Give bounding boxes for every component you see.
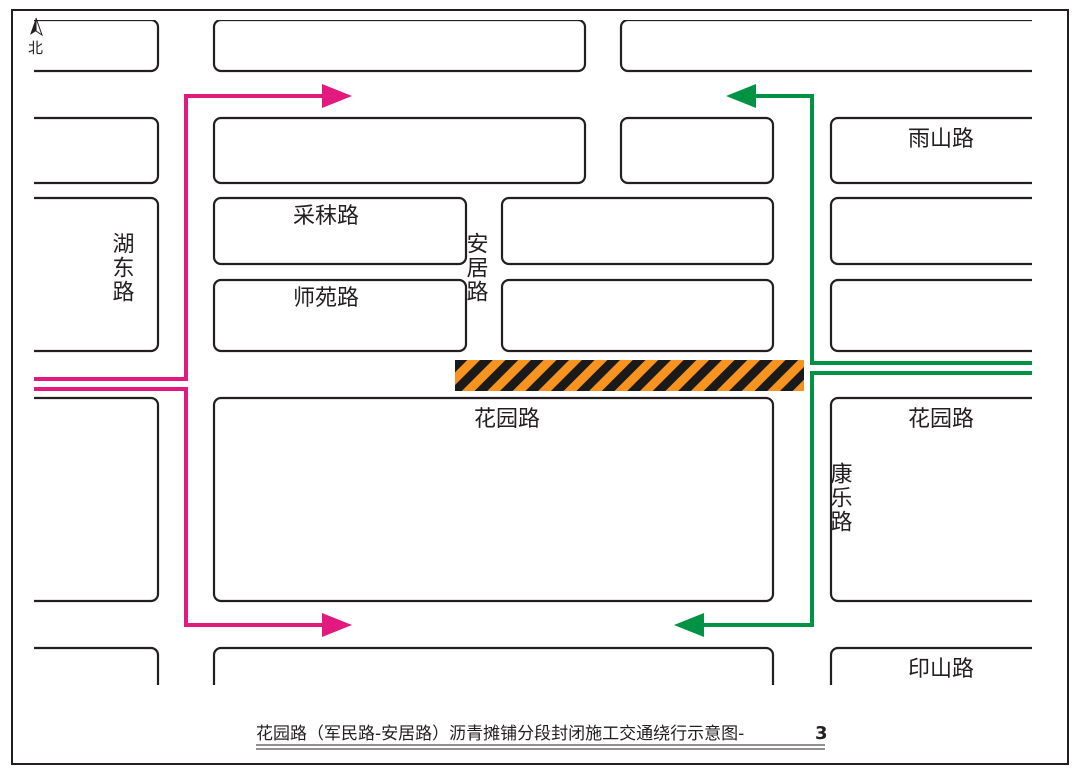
block-m2 xyxy=(619,116,775,185)
block-w1 xyxy=(34,20,160,73)
road-label-shiyuan: 师苑路 xyxy=(293,286,359,311)
map-caption: 花园路（军民路-安居路）沥青摊铺分段封闭施工交通绕行示意图- 3 xyxy=(256,723,828,750)
arrow-right-south xyxy=(322,613,352,637)
road-label-yinshan: 印山路 xyxy=(908,657,974,682)
block-m1 xyxy=(619,20,1032,73)
detour-route-west-line xyxy=(34,94,330,627)
block-w3 xyxy=(34,196,160,353)
block-e3 xyxy=(829,278,1032,353)
arrow-right-north xyxy=(322,84,352,108)
block-e5 xyxy=(829,646,1032,685)
road-closure-zone xyxy=(455,360,804,391)
detour-route-east-line xyxy=(700,94,1032,627)
block-w2 xyxy=(34,116,160,185)
road-label-anju: 安居路 xyxy=(463,232,489,304)
block-w4 xyxy=(34,396,160,603)
road-label-hudong: 湖东路 xyxy=(109,232,135,304)
caption-number: 3 xyxy=(815,723,828,744)
block-e4 xyxy=(829,396,1032,603)
block-c5 xyxy=(500,196,775,266)
north-arrow-icon: 北 xyxy=(28,17,43,57)
road-label-huayuan-east: 花园路 xyxy=(908,407,974,432)
road-label-yushan: 雨山路 xyxy=(908,127,974,152)
north-label: 北 xyxy=(28,39,43,57)
block-e2 xyxy=(829,196,1032,266)
block-c1 xyxy=(212,20,587,73)
map-frame xyxy=(11,9,1069,765)
road-label-kangle: 康乐路 xyxy=(827,462,853,534)
block-c2 xyxy=(212,116,587,185)
block-huayuan-main xyxy=(212,396,775,603)
caption-text: 花园路（军民路-安居路）沥青摊铺分段封闭施工交通绕行示意图- xyxy=(256,724,744,744)
city-blocks xyxy=(34,20,1032,685)
block-e1 xyxy=(829,116,1032,185)
road-label-huayuan-main: 花园路 xyxy=(474,407,540,432)
block-c4 xyxy=(212,278,468,353)
arrow-left-north xyxy=(726,84,756,108)
road-label-caisu: 采秣路 xyxy=(293,204,359,229)
arrow-left-south xyxy=(674,613,704,637)
block-c3 xyxy=(212,196,468,266)
block-c6 xyxy=(500,278,775,353)
block-w5 xyxy=(34,646,160,685)
block-c8 xyxy=(212,646,775,685)
